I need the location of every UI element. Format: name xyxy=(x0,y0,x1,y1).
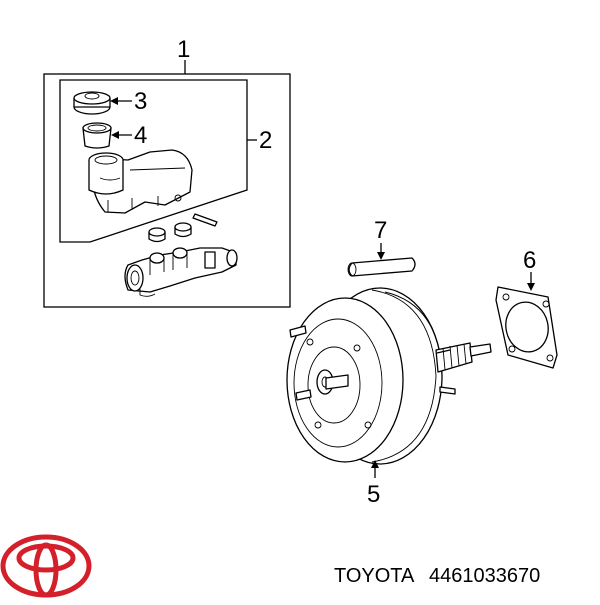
retaining-pin xyxy=(192,213,218,227)
reservoir-subframe xyxy=(59,79,248,243)
callout-3: 3 xyxy=(134,88,147,115)
part-number: 4461033670 xyxy=(429,565,540,587)
callout-2: 2 xyxy=(259,127,272,154)
brand-name: TOYOTA xyxy=(334,565,415,587)
callout-6: 6 xyxy=(523,247,536,274)
callout-1: 1 xyxy=(177,36,190,63)
toyota-logo-icon xyxy=(0,534,92,598)
vacuum-hose xyxy=(347,257,416,277)
callout-7: 7 xyxy=(374,217,387,244)
master-cylinder-body xyxy=(124,247,238,297)
reservoir-tank xyxy=(88,149,193,214)
strainer xyxy=(82,122,112,149)
callout-4: 4 xyxy=(134,122,147,149)
master-cylinder-group: 1 2 3 4 xyxy=(43,36,291,308)
grommets xyxy=(148,222,192,243)
outer-frame xyxy=(43,73,291,308)
booster-gasket xyxy=(495,286,558,369)
reservoir-cap xyxy=(73,91,111,115)
callout-5: 5 xyxy=(367,481,380,508)
brake-booster xyxy=(286,287,492,465)
